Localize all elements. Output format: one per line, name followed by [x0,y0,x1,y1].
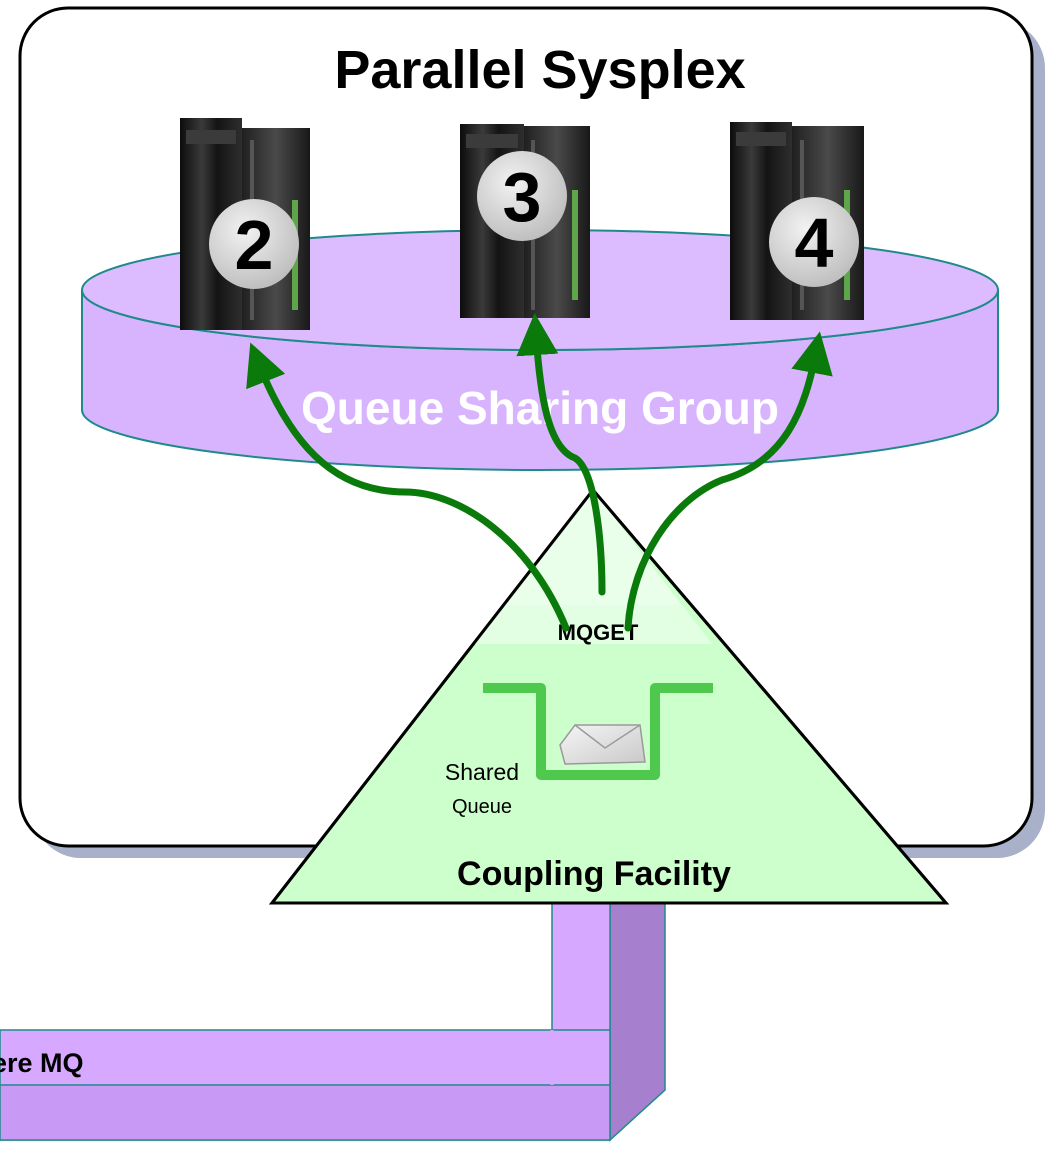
badge-3 [477,151,567,241]
coupling-facility-label: Coupling Facility [457,855,731,893]
server-3: 3 [460,124,590,318]
mqget-arrows [246,313,833,632]
sysplex-title: Parallel Sysplex [334,40,745,100]
server-4: 4 [730,122,864,320]
message-envelope-icon [559,724,646,765]
server-2-number: 2 [235,206,274,284]
server-3-number: 3 [503,158,542,236]
arrow-to-server-3 [516,313,606,596]
shared-queue-trough [483,683,713,780]
shared-queue-label-line2: Queue [452,796,512,818]
network-label: ere MQ [0,1048,84,1078]
badge-4 [769,197,859,287]
server-2: 2 [180,118,310,330]
arrow-to-server-4 [624,331,833,632]
server-4-number: 4 [795,204,834,282]
arrow-to-server-2 [246,342,570,632]
shared-queue-label-line1: Shared [445,759,519,785]
badge-2 [209,199,299,289]
